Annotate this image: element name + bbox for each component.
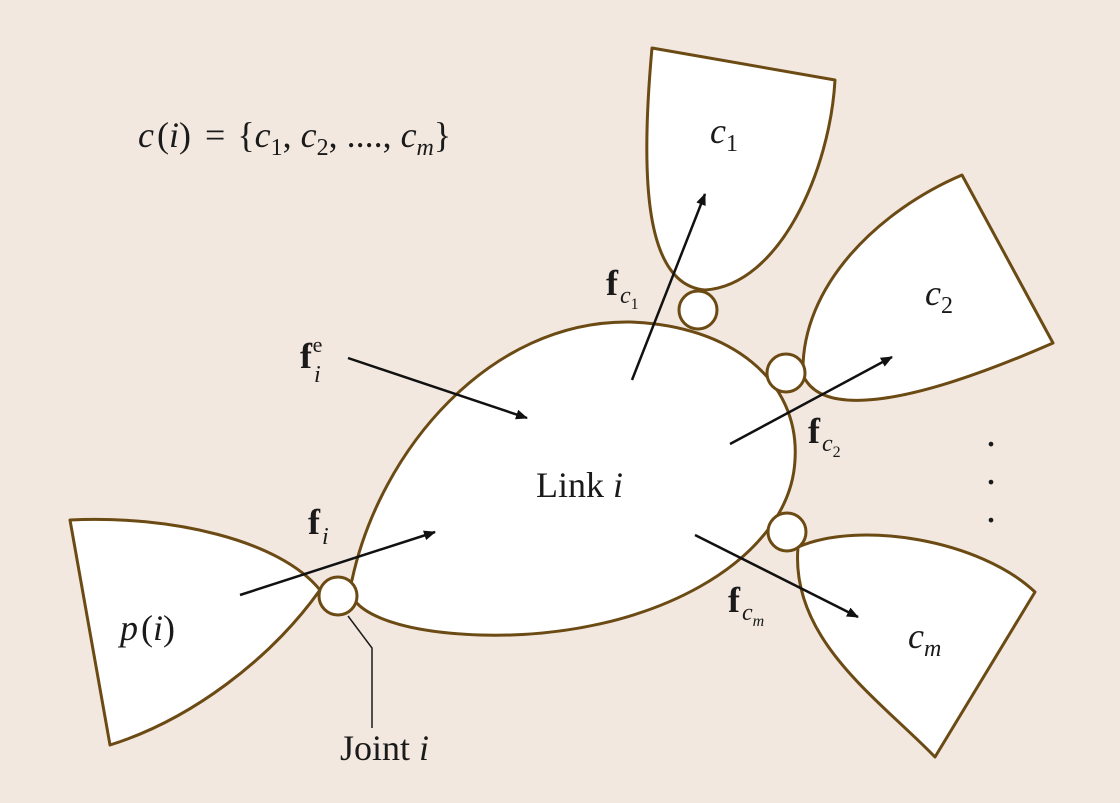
joint-c1-circle [677,289,719,331]
force-fc1-label: fc1 [606,263,639,313]
ellipsis-dot-1: . [986,410,996,455]
force-fc1-arrow [630,193,707,381]
force-fe-arrow [347,356,528,420]
parent-link-label: p(i) [117,608,175,648]
force-fi-arrow [239,530,436,597]
children-set-formula: c(i)={c1, c2, ...., cm} [138,115,451,161]
child-link-cm-shape [796,533,1037,759]
force-fcm-arrow [694,533,859,619]
ellipsis-dot-3: . [986,486,996,531]
parent-link-shape [68,517,322,747]
force-fc2-label: fc2 [808,411,841,461]
force-fcm-label: fcm [728,580,764,630]
child-c2-label: c2 [925,273,953,319]
child-link-c1-shape [645,46,837,292]
joint-cm-circle [766,511,808,553]
ellipsis-dot-2: . [986,448,996,493]
force-fe-label: fie [300,332,322,388]
joint-i-circle [317,575,359,617]
joint-c2-circle [765,352,807,394]
force-fi-label: fi [308,502,329,550]
link-i-shape [348,320,797,637]
child-cm-label: cm [908,616,941,662]
force-fc2-arrow [729,355,893,446]
child-c1-label: c1 [710,111,738,157]
joint-leader-line [347,615,373,728]
